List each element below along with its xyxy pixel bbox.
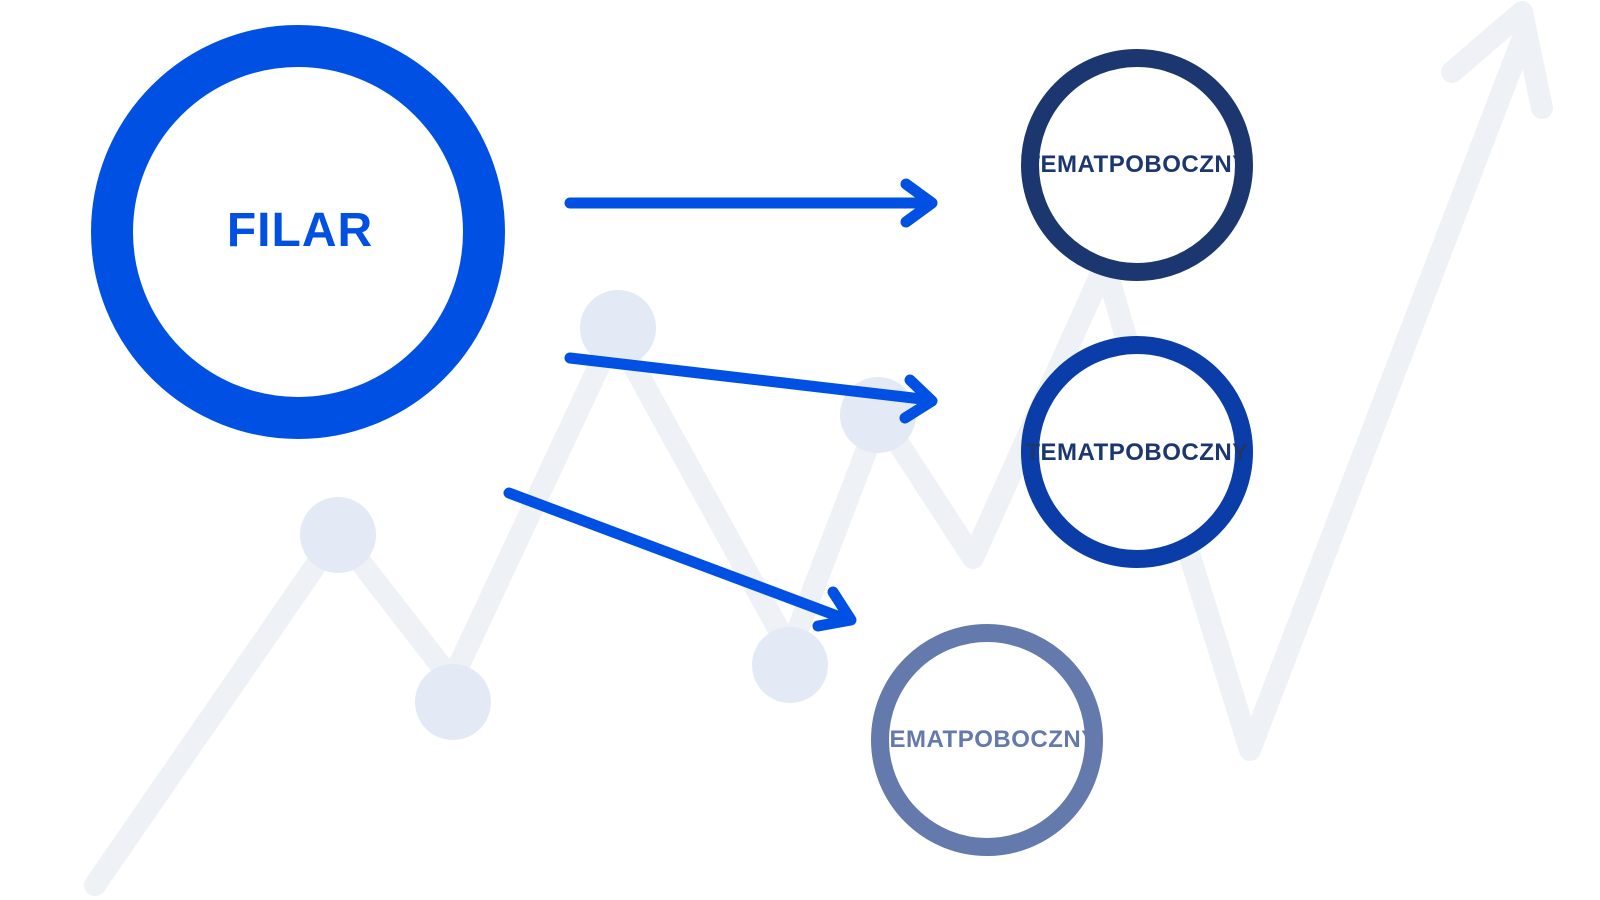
topic-label-line: POBOCZNY — [1108, 151, 1249, 178]
topic-label-1: TEMAT POBOCZNY — [1025, 120, 1249, 210]
background-node — [752, 627, 828, 703]
topic-label-line: TEMAT — [874, 726, 958, 753]
topic-label-line: TEMAT — [1025, 151, 1109, 178]
arrow-to-topic-2 — [564, 352, 938, 424]
topic-label-line: POBOCZNY — [957, 726, 1098, 753]
topic-circle-1 — [1021, 49, 1253, 281]
topic-label-line: POBOCZNY — [1108, 439, 1249, 466]
topic-label-3: TEMAT POBOCZNY — [874, 695, 1098, 785]
pillar-circle — [91, 25, 505, 439]
topic-label-2: TEMAT POBOCZNY — [1025, 408, 1249, 498]
background-trend-arrowhead — [1441, 1, 1553, 119]
arrow-to-topic-3 — [503, 487, 857, 632]
background-node — [415, 664, 491, 740]
arrow-to-topic-1 — [564, 178, 938, 228]
topic-circle-2 — [1021, 336, 1253, 568]
pillar-label: FILAR — [226, 203, 374, 257]
background-node — [580, 290, 656, 366]
background-nodes — [300, 290, 916, 740]
background-node — [300, 497, 376, 573]
topic-label-line: TEMAT — [1025, 439, 1109, 466]
topic-circle-3 — [871, 624, 1103, 856]
